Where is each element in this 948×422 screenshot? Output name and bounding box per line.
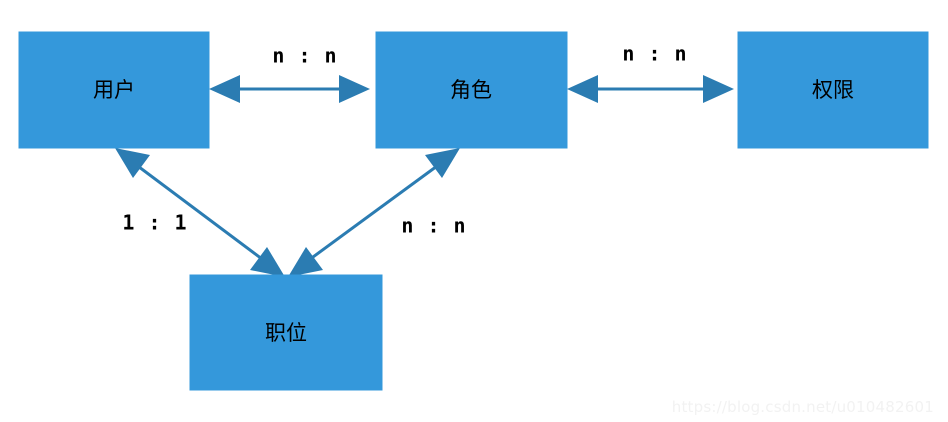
entity-box-position[interactable]: [189, 274, 383, 391]
entity-label-role: 角色: [450, 78, 492, 102]
watermark: https://blog.csdn.net/u010482601: [671, 398, 934, 416]
edge-user-role-arrowhead-left: [209, 75, 240, 103]
entity-node-role[interactable]: 角色: [375, 31, 568, 149]
entity-node-user[interactable]: 用户: [18, 31, 210, 149]
edge-role-permission-arrowhead-right: [703, 75, 734, 103]
edge-user-position-line: [126, 156, 275, 270]
cardinality-label-user-role: n : n: [272, 44, 337, 68]
edge-user-role-arrowhead-right: [339, 75, 370, 103]
edge-role-position: [288, 148, 460, 277]
cardinality-label-user-position: 1 : 1: [122, 211, 187, 235]
entity-node-permission[interactable]: 权限: [737, 31, 929, 149]
edge-user-position-arrowhead-bottom: [250, 247, 285, 277]
edge-user-position-arrowhead-top: [115, 148, 150, 178]
entity-label-position: 职位: [265, 321, 307, 345]
edge-role-permission-arrowhead-left: [567, 75, 598, 103]
entity-box-user[interactable]: [18, 31, 210, 149]
entity-label-permission: 权限: [812, 78, 854, 102]
entity-node-position[interactable]: 职位: [189, 274, 383, 391]
entity-box-permission[interactable]: [737, 31, 929, 149]
entity-label-user: 用户: [93, 78, 135, 102]
edge-user-role: [209, 75, 370, 103]
edge-user-position: [115, 148, 285, 277]
edge-role-position-arrowhead-top: [425, 148, 460, 178]
entity-box-role[interactable]: [375, 31, 568, 149]
edge-role-position-line: [297, 156, 449, 270]
edge-role-permission: [567, 75, 734, 103]
edge-role-position-arrowhead-bottom: [288, 247, 323, 277]
cardinality-label-role-permission: n : n: [622, 42, 687, 66]
cardinality-label-role-position: n : n: [401, 214, 466, 238]
